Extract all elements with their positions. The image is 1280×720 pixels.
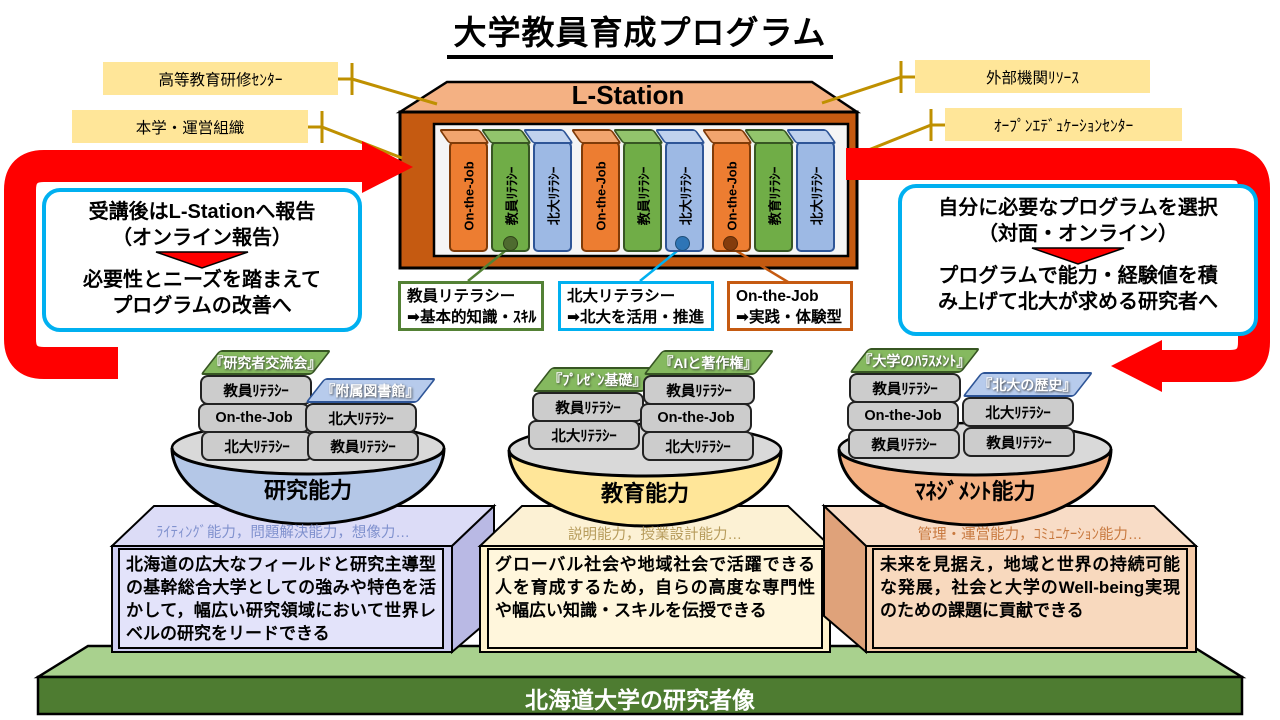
orange-dot: [723, 236, 738, 251]
blue-dot: [675, 236, 690, 251]
red-down-arrow-icon: [155, 251, 249, 269]
legend-title: 教員リテラシー: [407, 288, 516, 305]
legend-connector-lines: [467, 245, 789, 284]
stack-book: 教員ﾘﾃﾗｼｰ: [532, 392, 644, 422]
page-title: 大学教員育成プログラム: [447, 6, 833, 59]
org-box-university-admin: 本学・運営組織: [72, 110, 308, 143]
shelf-book-education-literacy: 教育ﾘﾃﾗｼｰ: [743, 129, 795, 252]
green-dot: [503, 236, 518, 251]
legend-hokudai-literacy: 北大リテラシー ➡北大を活用・推進: [558, 281, 714, 331]
ability-label-education: 教育能力: [600, 481, 689, 506]
stack-book: 教員ﾘﾃﾗｼｰ: [848, 429, 960, 459]
callout-line: 自分に必要なプログラムを選択: [938, 197, 1218, 219]
stack-book: 北大ﾘﾃﾗｼｰ: [201, 431, 313, 461]
shelf-book-hokudai-literacy-2: 北大ﾘﾃﾗｼｰ: [654, 129, 706, 252]
stack1-right-top-book-title: 『附属図書館』: [305, 378, 437, 403]
red-down-arrow-icon: [1031, 247, 1125, 265]
shelf-book-faculty-literacy-2: 教員ﾘﾃﾗｼｰ: [612, 129, 664, 252]
callout-line: （オンライン報告）: [112, 227, 292, 249]
caption-management-skills: 管理・運営能力，ｺﾐｭﾆｹｰｼｮﾝ能力…: [917, 527, 1143, 543]
legend-faculty-literacy: 教員リテラシー ➡基本的知識・ｽｷﾙ: [398, 281, 544, 331]
stack-book: 北大ﾘﾃﾗｼｰ: [962, 397, 1074, 427]
legend-title: On-the-Job: [736, 288, 819, 305]
stack-book: 北大ﾘﾃﾗｼｰ: [642, 431, 754, 461]
stack-book: 北大ﾘﾃﾗｼｰ: [528, 420, 640, 450]
stack-book: On-the-Job: [847, 401, 959, 431]
caption-research-skills: ﾗｲﾃｨﾝｸﾞ能力，問題解決能力，想像力…: [156, 525, 410, 541]
base-platform: [33, 644, 1247, 716]
shelf-book-on-the-job-2: On-the-Job: [570, 129, 622, 252]
ability-label-research: 研究能力: [263, 478, 352, 503]
callout-line: プログラムの改善へ: [112, 295, 292, 317]
stack3-top-book-title: 『大学のﾊﾗｽﾒﾝﾄ』: [849, 348, 981, 373]
callout-select-program: 自分に必要なプログラムを選択 （対面・オンライン） プログラムで能力・経験値を積…: [898, 184, 1258, 336]
description-education: グローバル社会や地域社会で活躍できる人を育成するため，自らの高度な専門性や幅広い…: [487, 548, 823, 649]
callout-line: プログラムで能力・経験値を積: [938, 265, 1218, 287]
shelf-book-hokudai-literacy-3: 北大ﾘﾃﾗｼｰ: [785, 129, 837, 252]
shelf-book-on-the-job-1: On-the-Job: [438, 129, 490, 252]
stack-book: On-the-Job: [640, 403, 752, 433]
org-box-external-resources: 外部機関ﾘｿｰｽ: [915, 60, 1150, 93]
stack1-top-book-title: 『研究者交流会』: [200, 350, 332, 375]
org-connector-lines: [308, 61, 945, 160]
page-title-wrap: 大学教員育成プログラム: [0, 6, 1280, 59]
stack-book: 教員ﾘﾃﾗｼｰ: [849, 373, 961, 403]
legend-desc: ➡北大を活用・推進: [567, 309, 704, 326]
stack-book: 北大ﾘﾃﾗｼｰ: [305, 403, 417, 433]
legend-title: 北大リテラシー: [567, 288, 676, 305]
description-research: 北海道の広大なフィールドと研究主導型の基幹総合大学としての強みや特色を活かして，…: [118, 548, 444, 649]
platform-label: 北海道大学の研究者像: [525, 687, 755, 713]
org-box-open-education-center: ｵｰﾌﾟﾝｴﾃﾞｭｹｰｼｮﾝｾﾝﾀｰ: [945, 108, 1182, 141]
stack-book: 教員ﾘﾃﾗｼｰ: [307, 431, 419, 461]
stack3-right-top-book-title: 『北大の歴史』: [962, 372, 1094, 397]
callout-report-after-course: 受講後はL-Stationへ報告 （オンライン報告） 必要性とニーズを踏まえて …: [42, 188, 362, 332]
shelf-book-faculty-literacy-1: 教員ﾘﾃﾗｼｰ: [480, 129, 532, 252]
shelf-book-on-the-job-3: On-the-Job: [701, 129, 753, 252]
shelf-book-hokudai-literacy-1: 北大ﾘﾃﾗｼｰ: [522, 129, 574, 252]
stack-book: On-the-Job: [198, 403, 310, 433]
legend-desc: ➡基本的知識・ｽｷﾙ: [407, 309, 537, 326]
ability-label-management: ﾏﾈｼﾞﾒﾝﾄ能力: [914, 479, 1036, 504]
org-box-higher-ed-center: 高等教育研修ｾﾝﾀｰ: [103, 62, 338, 95]
legend-on-the-job: On-the-Job ➡実践・体験型: [727, 281, 853, 331]
stack-book: 教員ﾘﾃﾗｼｰ: [963, 427, 1075, 457]
legend-desc: ➡実践・体験型: [736, 309, 842, 326]
callout-line: 必要性とニーズを踏まえて: [83, 269, 321, 291]
callout-line: 受講後はL-Stationへ報告: [88, 201, 316, 223]
red-feedback-arrow-left: [4, 141, 413, 379]
l-station-label: L-Station: [571, 80, 685, 110]
stack-book: 教員ﾘﾃﾗｼｰ: [200, 375, 312, 405]
callout-line: み上げて北大が求める研究者へ: [938, 291, 1218, 313]
description-management: 未来を見据え，地域と世界の持続可能な発展，社会と大学のWell-being実現の…: [872, 548, 1188, 649]
stack2-right-top-book-title: 『AIと著作権』: [643, 350, 775, 375]
caption-education-skills: 説明能力，授業設計能力…: [568, 527, 742, 543]
stack-book: 教員ﾘﾃﾗｼｰ: [643, 375, 755, 405]
callout-line: （対面・オンライン）: [978, 223, 1178, 245]
